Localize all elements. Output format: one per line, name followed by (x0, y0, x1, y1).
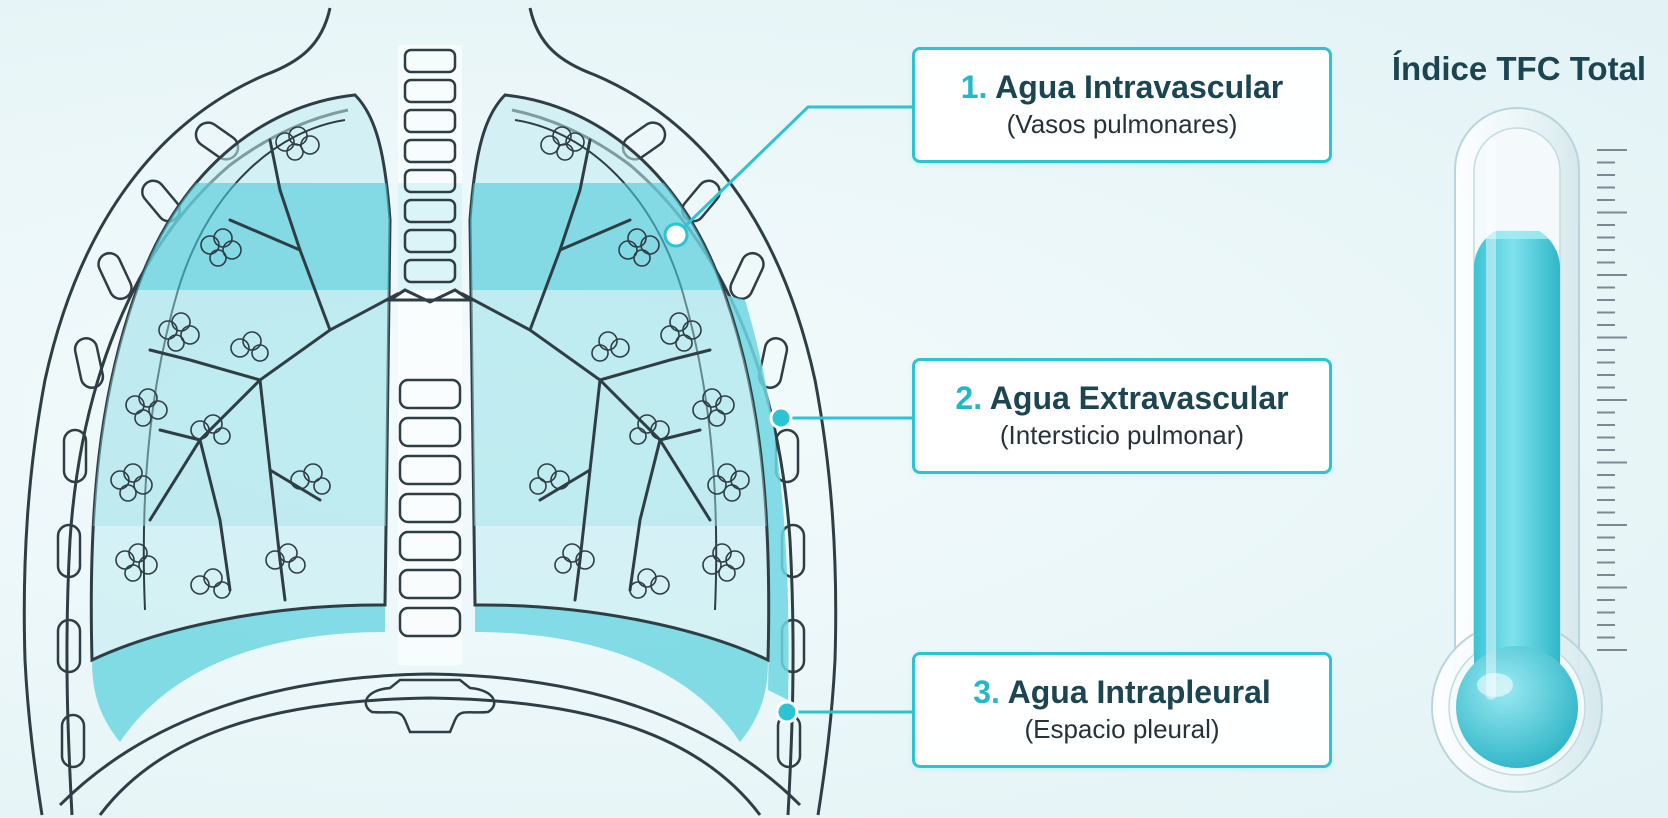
thermometer (1432, 108, 1602, 792)
label-text: Agua Intrapleural (1008, 674, 1271, 710)
label-text: Agua Intravascular (995, 69, 1283, 105)
label-intravascular: 1. Agua Intravascular (Vasos pulmonares) (912, 47, 1332, 163)
label-intravascular-subtitle: (Vasos pulmonares) (1007, 108, 1238, 142)
label-extravascular-subtitle: (Intersticio pulmonar) (1000, 419, 1244, 453)
label-extravascular-title: 2. Agua Extravascular (955, 380, 1288, 417)
label-number: 3. (973, 674, 1000, 710)
thermometer-title: Índice TFC Total (1370, 50, 1668, 88)
label-intrapleural: 3. Agua Intrapleural (Espacio pleural) (912, 652, 1332, 768)
label-intrapleural-subtitle: (Espacio pleural) (1024, 713, 1219, 747)
label-extravascular: 2. Agua Extravascular (Intersticio pulmo… (912, 358, 1332, 474)
label-number: 2. (955, 380, 982, 416)
label-number: 1. (961, 69, 988, 105)
label-intrapleural-title: 3. Agua Intrapleural (973, 674, 1271, 711)
thermometer-scale (1597, 150, 1627, 650)
label-text: Agua Extravascular (990, 380, 1289, 416)
label-intravascular-title: 1. Agua Intravascular (961, 69, 1284, 106)
thermometer-bulb (1456, 646, 1578, 768)
